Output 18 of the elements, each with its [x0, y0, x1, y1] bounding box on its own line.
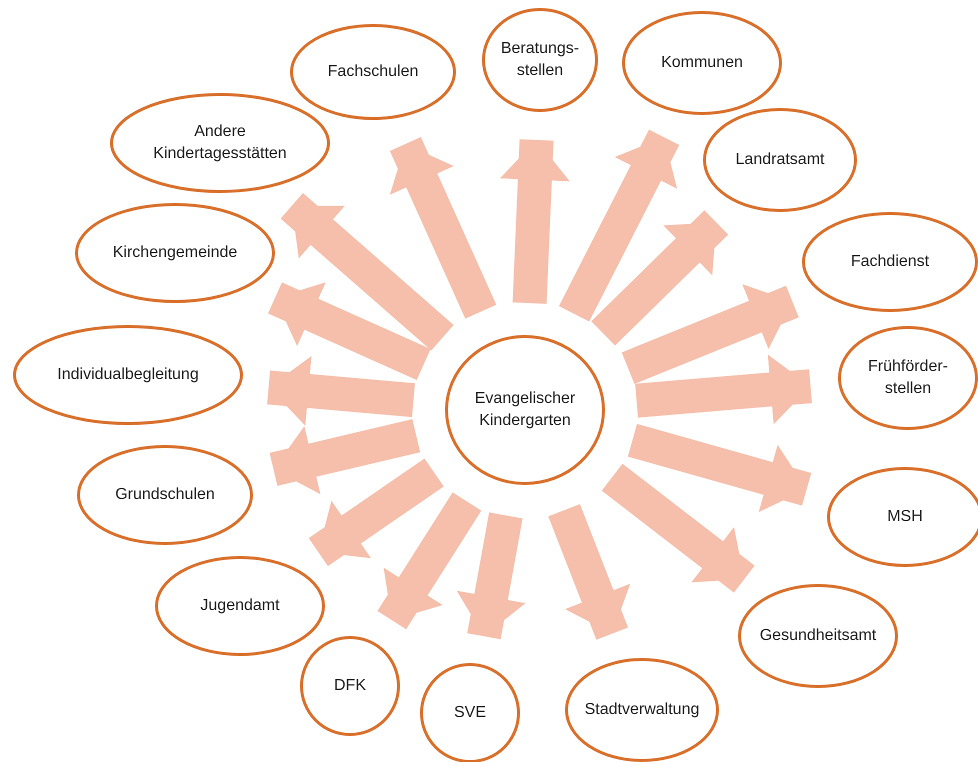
node-label: Beratungs-stellen — [500, 38, 580, 81]
node-label: Gesundheitsamt — [758, 626, 878, 646]
node-label: Individualbegleitung — [56, 364, 200, 385]
node-label: DFK — [333, 676, 367, 696]
node-label: SVE — [452, 702, 487, 723]
node-label: Landratsamt — [734, 150, 826, 170]
node-label: Frühförder-stellen — [866, 356, 950, 399]
node-label: Jugendamt — [199, 596, 281, 616]
node-label: MSH — [886, 506, 924, 527]
node-label: Stadtverwaltung — [584, 700, 700, 720]
block-arrow — [270, 419, 420, 494]
node-label: Fachschulen — [326, 62, 420, 82]
node-label: Fachdienst — [850, 252, 930, 272]
node-label: Grundschulen — [114, 484, 216, 505]
node-label: Evangelischer Kindergarten — [474, 388, 576, 431]
node-label: Andere Kindertagesstätten — [152, 122, 288, 164]
node-label: Kommunen — [660, 52, 744, 73]
node-label: Kirchengemeinde — [112, 242, 238, 263]
